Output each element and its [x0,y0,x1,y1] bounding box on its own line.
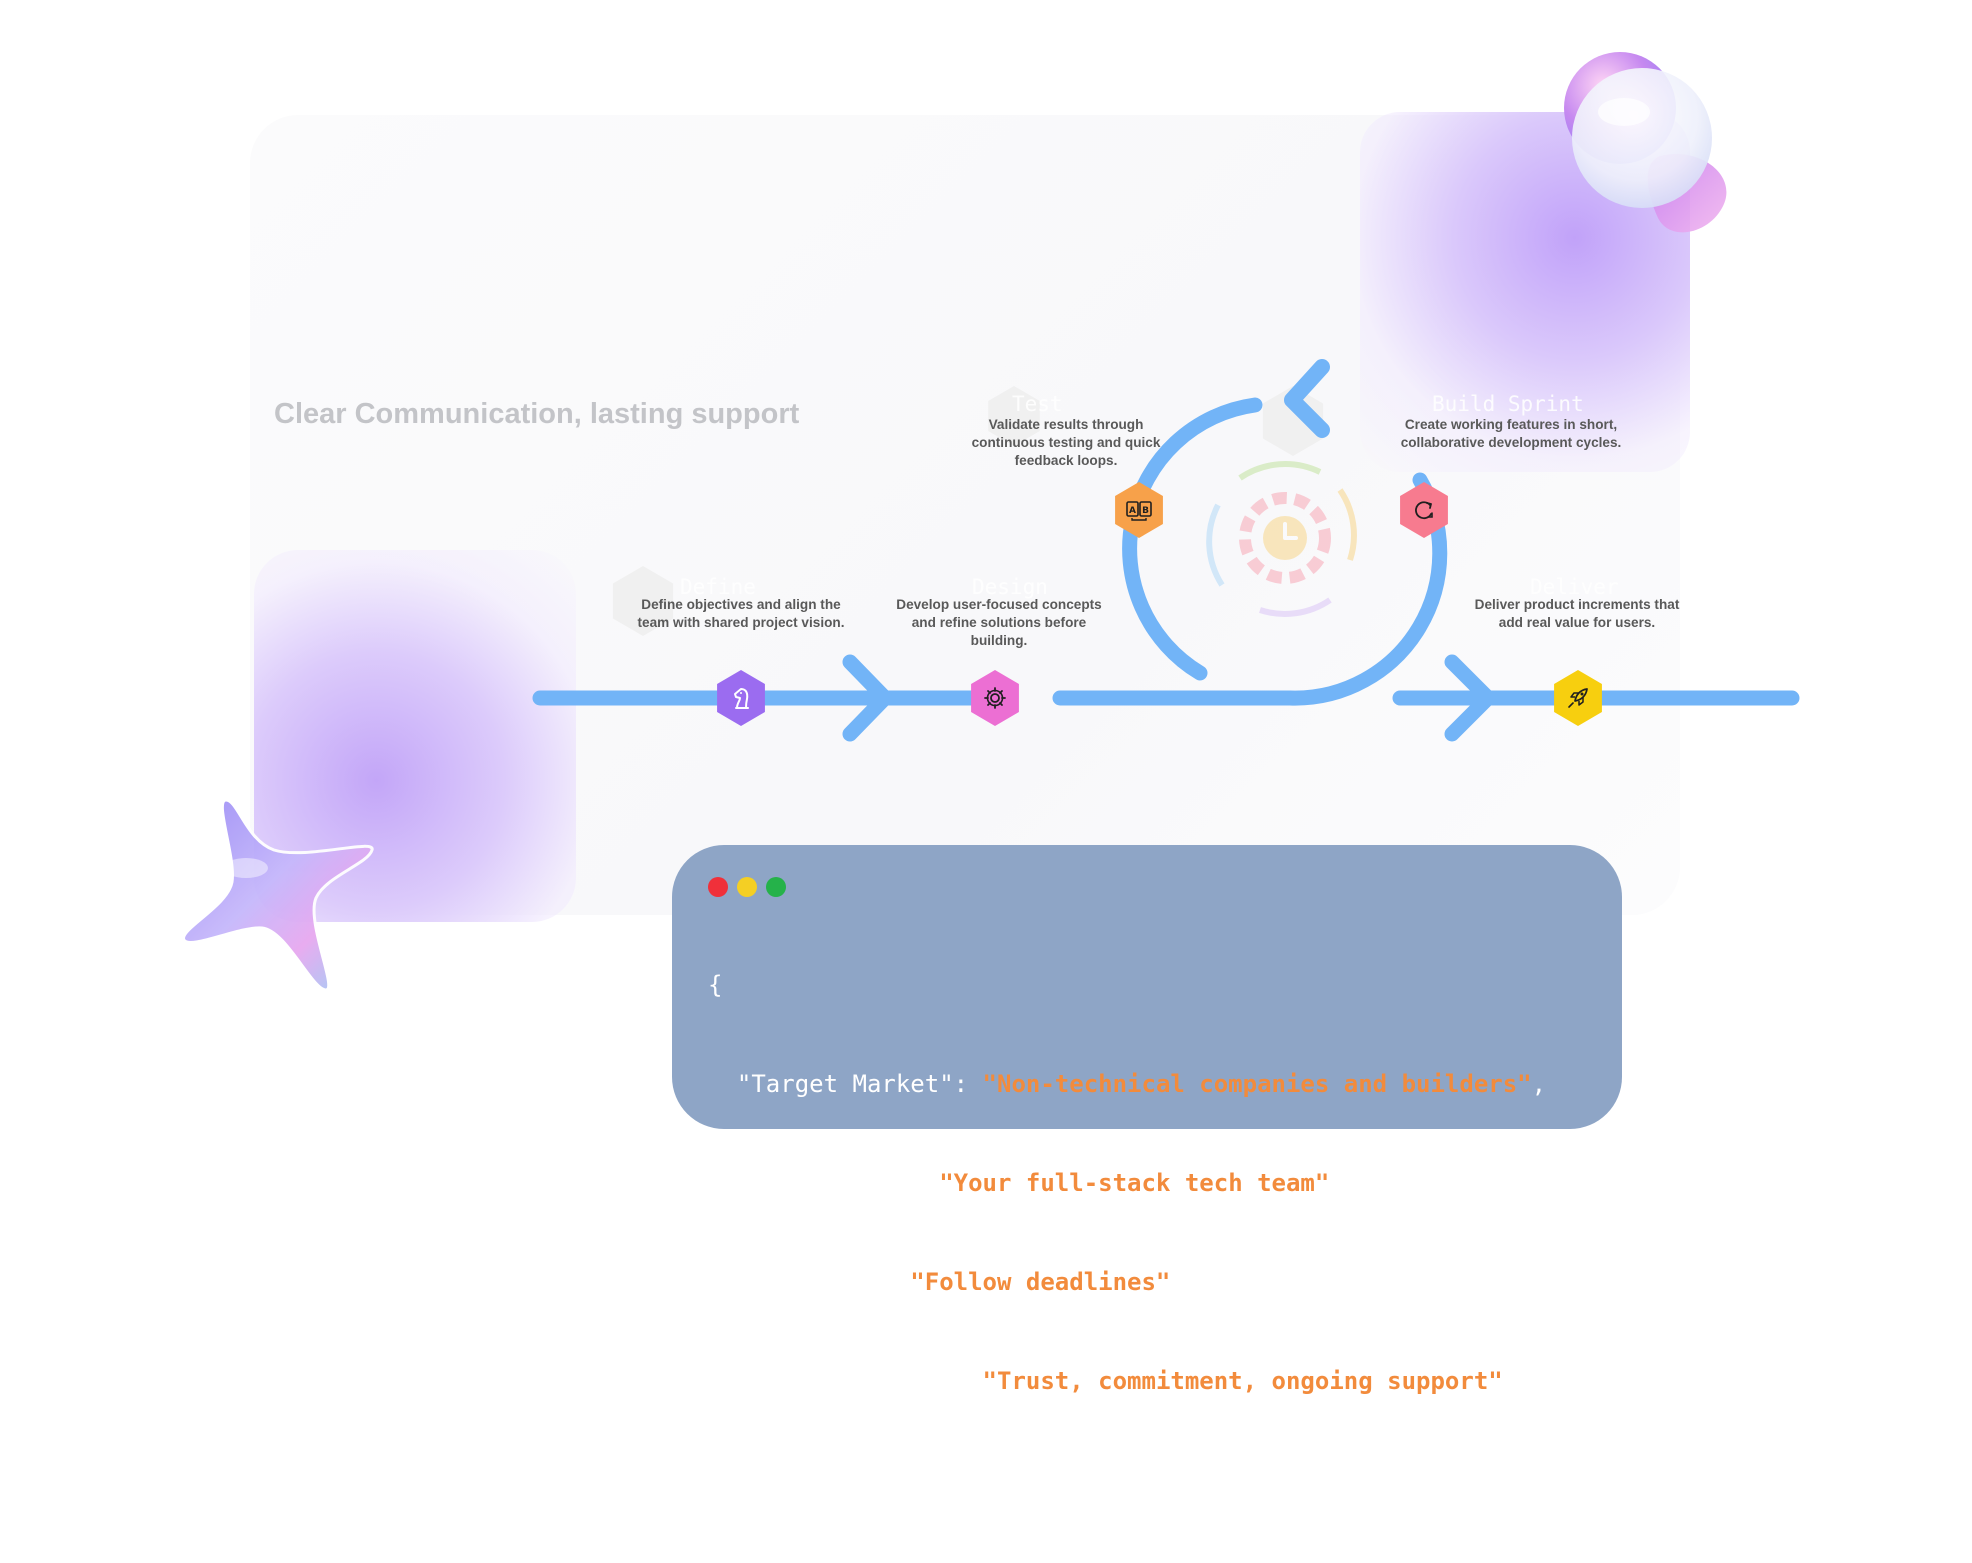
step-description-define: Define objectives and align the team wit… [637,597,845,630]
code-close-brace: } [708,1466,723,1494]
step-title-define: Define [680,575,756,599]
step-description-build-sprint: Create working features in short, collab… [1400,417,1622,450]
page-heading: Clear Communication, lasting support [274,398,800,430]
code-separator: , [1531,1070,1547,1098]
code-window: { "Target Market": "Non-technical compan… [672,845,1622,1494]
code-line-after-service: "After Service": "Trust, commitment, ong… [708,1365,1546,1398]
code-value: "Non-technical companies and builders" [982,1070,1532,1098]
step-title-deliver: Deliver [1530,575,1619,599]
cycle-icon [1415,501,1433,520]
step-description-deliver: Deliver product increments that add real… [1474,597,1680,630]
code-key: "Delivery": [736,1268,911,1296]
code-value: "Follow deadlines" [910,1268,1171,1296]
arrow-head-top [1284,359,1330,438]
arrow-head-1 [842,654,893,742]
svg-text:A: A [1129,506,1136,516]
code-value: "Your full-stack tech team" [939,1169,1330,1197]
ghost-hexagon [612,566,674,636]
step-title-design: Design [972,575,1048,599]
chess-knight-icon [734,688,749,709]
step-title-build-sprint: Build Sprint [1432,392,1584,416]
code-line-delivery: "Delivery": "Follow deadlines", [708,1266,1546,1299]
glass-spheres-decoration [1564,52,1727,233]
step-description-test: Validate results through continuous test… [971,417,1161,468]
glossy-star-decoration [182,798,374,992]
ab-test-icon: A B [1126,501,1152,521]
code-separator: , [1329,1169,1344,1197]
code-value: "Trust, commitment, ongoing support" [982,1367,1503,1395]
code-key: "After Service": [736,1367,983,1395]
gear-icon [984,687,1006,709]
rocket-icon [1568,688,1588,708]
code-line-target-market: "Target Market": "Non-technical companie… [708,1068,1546,1101]
code-line-core-value: "Core Value": "Your full-stack tech team… [708,1167,1546,1200]
window-minimize-dot[interactable] [737,877,757,897]
code-separator: , [1170,1268,1185,1296]
code-key: "Target Market": [736,1070,983,1098]
code-key: "Core Value": [736,1169,940,1197]
window-close-dot[interactable] [708,877,728,897]
window-maximize-dot[interactable] [766,877,786,897]
svg-text:B: B [1142,506,1149,516]
code-open-brace: { [708,971,723,999]
arrow-head-2 [1444,654,1496,742]
step-description-design: Develop user-focused concepts and refine… [896,597,1102,648]
code-block: { "Target Market": "Non-technical compan… [708,903,1546,1563]
cycle-gear-graphic [1206,461,1357,617]
step-title-test: Test [1012,392,1063,416]
